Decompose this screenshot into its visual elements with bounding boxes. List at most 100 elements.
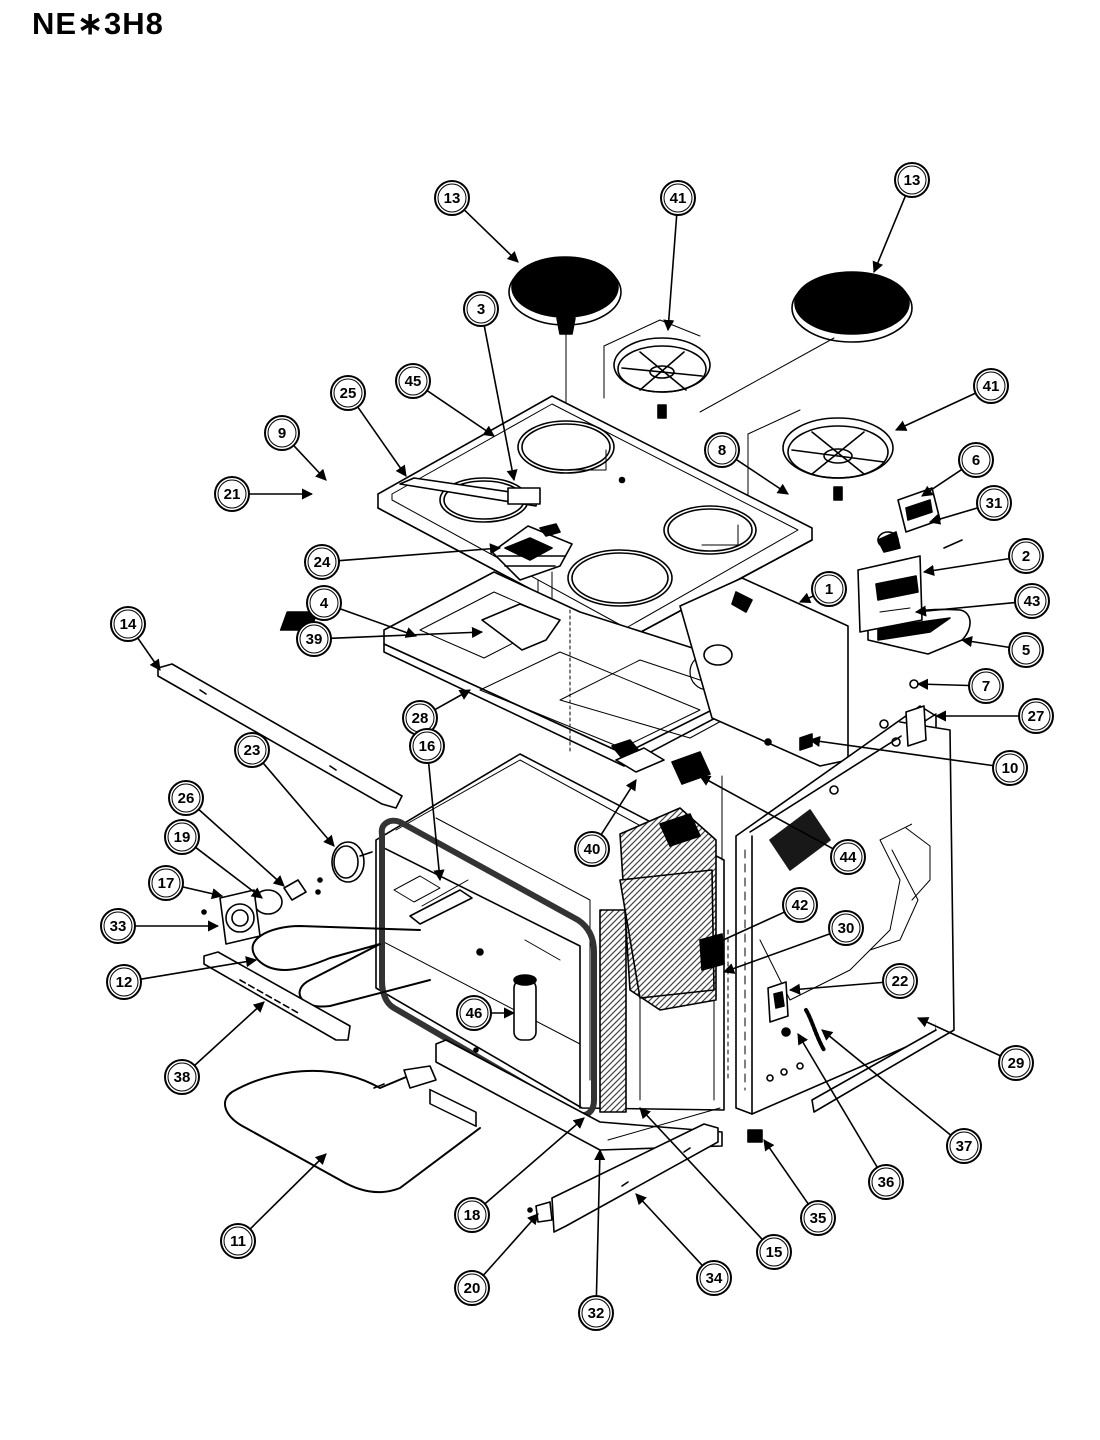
callout-number: 16 [419, 738, 436, 755]
callout-number: 14 [120, 616, 137, 633]
diagram-title: NE∗3H8 [32, 6, 164, 41]
leader-line-32 [594, 1148, 606, 1297]
part-callout-12: 12 [106, 964, 142, 1000]
callout-number: 42 [792, 897, 809, 914]
heat-shield-strip [399, 477, 541, 507]
part-callout-21: 21 [214, 476, 250, 512]
callout-circle-inner [437, 183, 467, 213]
callout-number: 33 [110, 918, 127, 935]
callout-circle-inner [949, 1131, 979, 1161]
callout-circle-inner [897, 165, 927, 195]
element-support-pan-front [747, 409, 894, 507]
callout-circle-inner [885, 966, 915, 996]
callout-number: 41 [670, 190, 687, 207]
callout-circle-inner [976, 371, 1006, 401]
element-support-pan-rear [603, 319, 711, 419]
drawer-rail [551, 1123, 719, 1233]
part-callout-46: 46 [456, 995, 492, 1031]
callout-number: 32 [588, 1305, 605, 1322]
callout-circle-inner [831, 913, 861, 943]
callout-number: 31 [986, 495, 1003, 512]
callout-circle-inner [307, 547, 337, 577]
callout-circle [782, 887, 818, 923]
part-callout-4: 4 [306, 585, 342, 621]
callout-circle-inner [971, 671, 1001, 701]
callout-circle [456, 995, 492, 1031]
leader-line-37 [821, 1029, 952, 1136]
callout-circle-inner [707, 435, 737, 465]
leader-line-40 [600, 779, 637, 836]
part-callout-33: 33 [100, 908, 136, 944]
callout-circle-inner [412, 731, 442, 761]
part-callout-10: 10 [992, 750, 1028, 786]
callout-circle [574, 831, 610, 867]
leader-line-20 [482, 1213, 539, 1276]
callout-circle [234, 732, 270, 768]
leader-line-25 [357, 406, 407, 477]
callout-circle [968, 668, 1004, 704]
leader-line-14 [137, 637, 161, 671]
callout-circle [168, 780, 204, 816]
callout-circle-inner [1001, 1048, 1031, 1078]
callout-number: 36 [878, 1174, 895, 1191]
callout-number: 44 [840, 849, 857, 866]
callout-circle [992, 750, 1028, 786]
surface-element-right [699, 271, 913, 413]
part-callout-7: 7 [968, 668, 1004, 704]
callout-number: 23 [244, 742, 261, 759]
leader-line-15 [639, 1107, 764, 1241]
part-callout-22: 22 [882, 963, 918, 999]
callout-number: 26 [178, 790, 195, 807]
part-callout-44: 44 [830, 839, 866, 875]
leader-line-39 [330, 626, 484, 640]
callout-circle-inner [217, 479, 247, 509]
part-callout-27: 27 [1018, 698, 1054, 734]
part-callout-15: 15 [756, 1234, 792, 1270]
part-callout-36: 36 [868, 1164, 904, 1200]
callout-circle-inner [466, 294, 496, 324]
callout-number: 9 [278, 425, 286, 442]
leader-line-11 [249, 1153, 327, 1230]
callout-circle-inner [995, 753, 1025, 783]
part-callout-26: 26 [168, 780, 204, 816]
callout-circle [106, 964, 142, 1000]
part-callout-39: 39 [296, 621, 332, 657]
door-hinge-spring-bracket [747, 981, 826, 1143]
leader-line-35 [763, 1139, 809, 1205]
part-callout-13: 13 [434, 180, 470, 216]
callout-number: 15 [766, 1244, 783, 1261]
callout-circle-inner [961, 445, 991, 475]
part-callout-30: 30 [828, 910, 864, 946]
burner-box-bracket [905, 705, 927, 747]
callout-number: 18 [464, 1207, 481, 1224]
callout-circle-inner [299, 624, 329, 654]
part-callout-41: 41 [973, 368, 1009, 404]
callout-number: 24 [314, 554, 331, 571]
callout-number: 28 [412, 710, 429, 727]
callout-circle [973, 368, 1009, 404]
leader-line-10 [808, 735, 994, 767]
part-callout-19: 19 [164, 819, 200, 855]
leader-line-42 [708, 911, 785, 947]
rear-panel [679, 577, 849, 767]
callout-circle-inner [663, 183, 693, 213]
part-callout-3: 3 [463, 291, 499, 327]
leader-line-34 [635, 1193, 704, 1267]
part-callout-35: 35 [800, 1200, 836, 1236]
callout-circle [110, 606, 146, 642]
callout-circle [304, 544, 340, 580]
callout-circle-inner [171, 783, 201, 813]
oven-door-frame-gasket [378, 817, 627, 1119]
part-callout-41: 41 [660, 180, 696, 216]
side-panel-outer [811, 721, 955, 1113]
callout-number: 43 [1024, 593, 1041, 610]
bottom-trim [607, 1107, 721, 1141]
part-callout-5: 5 [1008, 632, 1044, 668]
callout-circle [998, 1045, 1034, 1081]
callout-number: 5 [1022, 642, 1030, 659]
callout-number: 35 [810, 1210, 827, 1227]
leader-line-24 [338, 543, 502, 562]
infinite-switch-assembly [877, 487, 963, 553]
callout-circle-inner [581, 1298, 611, 1328]
